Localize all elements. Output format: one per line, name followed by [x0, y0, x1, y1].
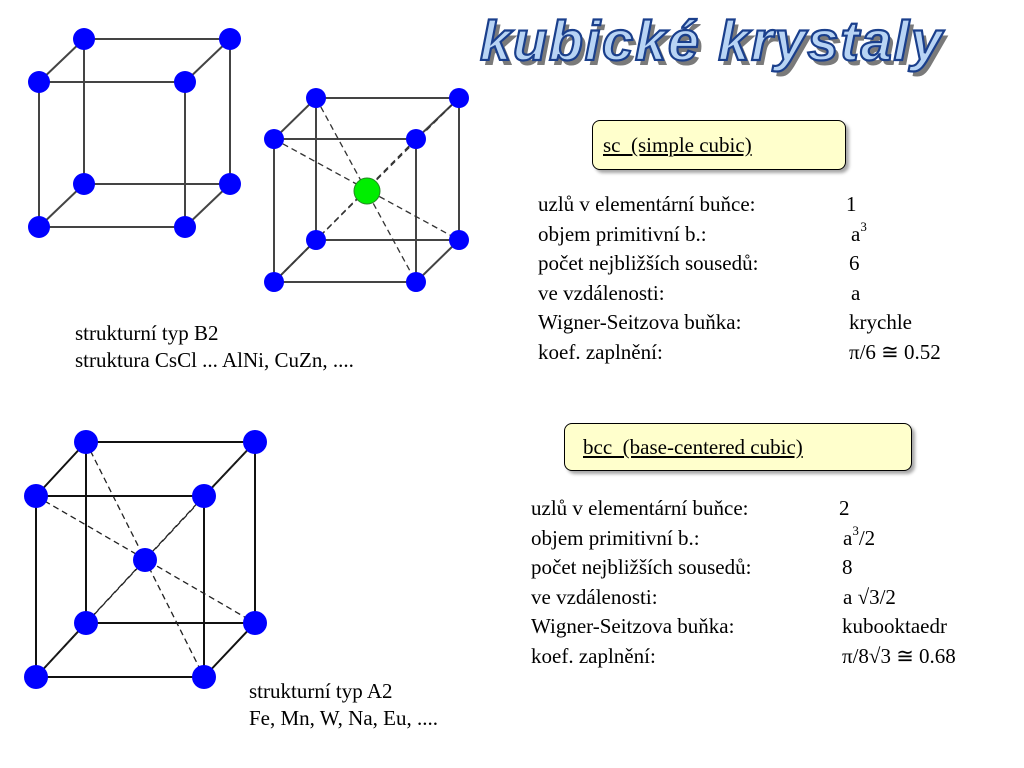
property-row: Wigner-Seitzova buňka: krychle: [538, 308, 978, 338]
corner-atom: [406, 272, 426, 292]
property-label: koef. zaplnění:: [538, 339, 663, 364]
corner-atom: [24, 484, 48, 508]
property-label: Wigner-Seitzova buňka:: [538, 310, 742, 334]
corner-atom: [306, 88, 326, 108]
property-value: a3/2: [843, 524, 875, 554]
a2-caption-line2: Fe, Mn, W, Na, Eu, ....: [249, 706, 438, 730]
property-row: ve vzdálenosti: a √3/2: [531, 583, 1001, 613]
corner-atom: [24, 665, 48, 689]
property-value: 8: [842, 555, 853, 579]
property-value: a √3/2: [843, 584, 896, 609]
a2-caption-line1: strukturní typ A2: [249, 679, 393, 703]
property-value: kubooktaedr: [842, 614, 947, 638]
corner-atom: [243, 611, 267, 635]
property-value: a: [851, 280, 861, 305]
bcc-properties: uzlů v elementární buňce: 2 objem primit…: [531, 494, 1001, 671]
corner-atom: [73, 28, 95, 50]
bcc-cube-diagram: [24, 430, 267, 689]
corner-atom: [28, 216, 50, 238]
property-row: Wigner-Seitzova buňka: kubooktaedr: [531, 612, 1001, 642]
corner-atom: [219, 173, 241, 195]
property-label: počet nejbližších sousedů:: [538, 251, 759, 275]
bcc-corner-atoms: [24, 430, 267, 689]
b2-cube-diagram: [264, 88, 469, 292]
sc-label-box: sc (simple cubic): [592, 120, 846, 170]
bcc-label-text: bcc (base-centered cubic): [583, 435, 803, 459]
sc-cube-edges: [38, 38, 231, 228]
value-base: a: [851, 221, 861, 246]
property-row: objem primitivní b.: a3: [538, 220, 978, 250]
bcc-cube-edges: [35, 441, 256, 678]
corner-atom: [449, 88, 469, 108]
property-row: ve vzdálenosti: a: [538, 279, 978, 309]
property-row: uzlů v elementární buňce: 2: [531, 494, 1001, 524]
b2-caption: strukturní typ B2 struktura CsCl ... AlN…: [75, 320, 354, 374]
b2-caption-line1: strukturní typ B2: [75, 321, 219, 345]
bcc-label-box: bcc (base-centered cubic): [564, 423, 912, 471]
page-title: kubické krystaly kubické krystaly: [478, 2, 958, 82]
b2-caption-line2: struktura CsCl ... AlNi, CuZn, ....: [75, 348, 354, 372]
center-atom: [133, 548, 157, 572]
property-row: koef. zaplnění: π/6 ≅ 0.52: [538, 338, 978, 368]
corner-atom: [449, 230, 469, 250]
corner-atom: [264, 129, 284, 149]
corner-atom: [74, 611, 98, 635]
sc-label-text: sc (simple cubic): [603, 133, 752, 157]
corner-atom: [243, 430, 267, 454]
value-suffix: /2: [858, 525, 876, 550]
corner-atom: [219, 28, 241, 50]
property-label: ve vzdálenosti:: [538, 280, 665, 305]
corner-atom: [192, 665, 216, 689]
property-label: ve vzdálenosti:: [531, 584, 658, 609]
property-row: koef. zaplnění: π/8√3 ≅ 0.68: [531, 642, 1001, 672]
value-base: a: [843, 525, 853, 550]
corner-atom: [74, 430, 98, 454]
property-value: 2: [839, 496, 850, 520]
corner-atom: [73, 173, 95, 195]
property-value: a3: [851, 220, 867, 250]
property-label: objem primitivní b.:: [531, 525, 700, 550]
value-exponent: 3: [860, 218, 867, 234]
property-label: Wigner-Seitzova buňka:: [531, 614, 735, 638]
property-label: koef. zaplnění:: [531, 643, 656, 668]
property-value: 6: [849, 251, 860, 275]
center-atom: [353, 177, 381, 205]
property-value: krychle: [849, 310, 912, 334]
sc-cube-diagram: [28, 28, 241, 238]
page-title-text: kubické krystaly: [480, 9, 945, 72]
property-label: uzlů v elementární buňce:: [531, 496, 749, 520]
corner-atom: [28, 71, 50, 93]
corner-atom: [264, 272, 284, 292]
sc-corner-atoms: [28, 28, 241, 238]
sc-properties: uzlů v elementární buňce: 1 objem primit…: [538, 190, 978, 367]
property-row: počet nejbližších sousedů: 6: [538, 249, 978, 279]
corner-atom: [174, 216, 196, 238]
b2-corner-atoms: [264, 88, 469, 292]
property-label: objem primitivní b.:: [538, 221, 707, 246]
property-label: počet nejbližších sousedů:: [531, 555, 752, 579]
property-value: π/6 ≅ 0.52: [849, 339, 941, 364]
property-value: 1: [846, 192, 857, 216]
value-exponent: 3: [852, 522, 859, 538]
a2-caption: strukturní typ A2 Fe, Mn, W, Na, Eu, ...…: [249, 678, 438, 732]
page-title-shadow: kubické krystaly: [484, 14, 949, 77]
corner-atom: [406, 129, 426, 149]
corner-atom: [192, 484, 216, 508]
property-value: π/8√3 ≅ 0.68: [842, 643, 956, 668]
property-row: objem primitivní b.: a3/2: [531, 524, 1001, 554]
corner-atom: [306, 230, 326, 250]
property-row: uzlů v elementární buňce: 1: [538, 190, 978, 220]
property-row: počet nejbližších sousedů: 8: [531, 553, 1001, 583]
corner-atom: [174, 71, 196, 93]
property-label: uzlů v elementární buňce:: [538, 192, 756, 216]
